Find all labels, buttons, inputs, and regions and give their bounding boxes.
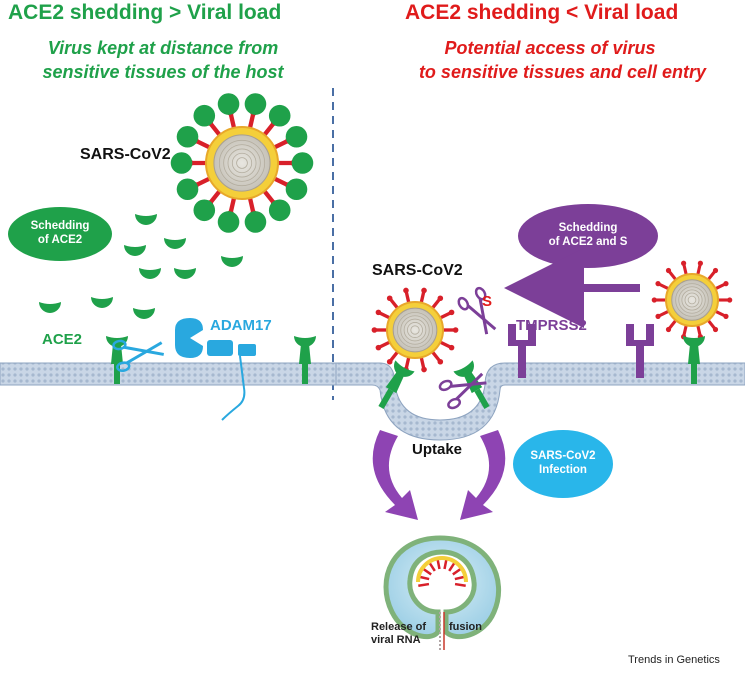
- virus-label-right: SARS-CoV2: [372, 262, 463, 279]
- tmprss2-label: TMPRSS2: [516, 317, 587, 334]
- scissors-icon-left: [112, 339, 165, 372]
- ace2-fragment: [139, 268, 161, 279]
- ace2-receptor: [378, 360, 415, 409]
- uptake-arrow-left: [372, 430, 418, 520]
- release-label: Release of viral RNA: [371, 621, 426, 647]
- shedding-label-right-line1: Schedding: [558, 222, 618, 234]
- infection-label-line2: Infection: [539, 464, 587, 476]
- tmprss2-receptor: [508, 324, 536, 378]
- cell-membrane-right: [335, 362, 745, 441]
- ace2-fragment: [133, 308, 155, 319]
- scissors-icon-right-top: [457, 286, 497, 335]
- shedding-label-right-line2: of ACE2 and S: [548, 236, 628, 248]
- uptake-label: Uptake: [412, 441, 463, 458]
- release-label-line2: viral RNA: [371, 634, 421, 646]
- adam17-enzyme: [175, 318, 256, 421]
- ace2-fragment: [39, 302, 61, 313]
- adam17-label: ADAM17: [210, 317, 272, 334]
- virus-label-left: SARS-CoV2: [80, 146, 171, 163]
- endosome-vesicle: [383, 535, 501, 650]
- ace2-fragment: [221, 256, 243, 267]
- cell-membrane-left: [0, 362, 337, 386]
- infection-label-line1: SARS-CoV2: [530, 450, 596, 462]
- scissors-icon-right-bottom: [438, 372, 487, 410]
- virus-sarscov2-right-center: [371, 287, 459, 373]
- journal-credit: Trends in Genetics: [628, 654, 720, 666]
- virus-sarscov2-left: [170, 93, 314, 233]
- shedding-label-right: Schedding of ACE2 and S: [528, 221, 648, 249]
- infection-ellipse: [513, 430, 613, 498]
- right-subtitle-line1: Potential access of virus: [444, 38, 656, 58]
- release-label-line1: Release of: [371, 621, 427, 633]
- right-title: ACE2 shedding < Viral load: [405, 1, 679, 24]
- ace2-fragment: [174, 268, 196, 279]
- ace2-fragment: [164, 238, 186, 249]
- s-protein-label: S: [482, 293, 493, 310]
- infection-label: SARS-CoV2 Infection: [516, 449, 610, 477]
- shedding-label-left: Schedding of ACE2: [18, 219, 102, 247]
- ace2-receptor: [294, 336, 316, 384]
- ace2-label: ACE2: [42, 331, 83, 348]
- ace2-receptor: [683, 336, 705, 384]
- left-subtitle-line1: Virus kept at distance from: [47, 38, 279, 58]
- left-title: ACE2 shedding > Viral load: [8, 1, 282, 24]
- left-subtitle-line2: sensitive tissues of the host: [42, 62, 284, 82]
- uptake-arrow-right: [460, 430, 506, 520]
- shedding-ellipse-left: [8, 207, 112, 261]
- shedding-label-left-line2: of ACE2: [37, 234, 83, 246]
- virus-sarscov2-right-edge: [651, 260, 733, 340]
- ace2-receptors-right: [378, 336, 705, 409]
- right-subtitle-line2: to sensitive tissues and cell entry: [418, 62, 707, 82]
- ace2-fragment: [124, 245, 146, 256]
- fusion-label: fusion: [449, 621, 482, 633]
- shedding-label-left-line1: Schedding: [30, 220, 90, 232]
- ace2-fragment: [91, 297, 113, 308]
- shed-ace2-fragments: [39, 214, 243, 319]
- tmprss2-receptors: [508, 324, 654, 378]
- ace2-fragment: [135, 214, 157, 225]
- tmprss2-receptor: [626, 324, 654, 378]
